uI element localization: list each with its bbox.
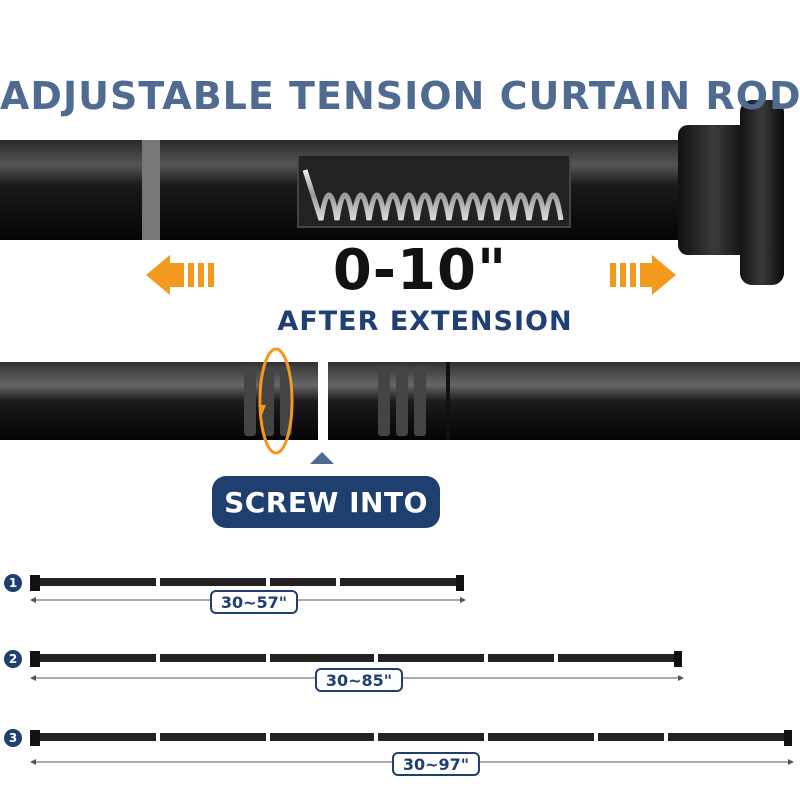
extension-range-text: 0-10" bbox=[332, 238, 508, 303]
arrow-left-icon bbox=[146, 255, 214, 295]
spring-icon bbox=[302, 169, 564, 221]
option-number-3: 3 bbox=[4, 729, 22, 747]
arrow-right-icon bbox=[610, 255, 676, 295]
screw-into-badge: SCREW INTO bbox=[212, 476, 440, 528]
option-length-3: 30~97" bbox=[392, 752, 480, 776]
rotate-arrow-icon bbox=[258, 347, 294, 455]
option-number-2: 2 bbox=[4, 650, 22, 668]
option-length-1: 30~57" bbox=[210, 590, 298, 614]
option-length-2: 30~85" bbox=[315, 668, 403, 692]
upper-rod bbox=[0, 100, 784, 285]
option-number-1: 1 bbox=[4, 574, 22, 592]
middle-rod-right bbox=[328, 362, 800, 440]
page-title: ADJUSTABLE TENSION CURTAIN ROD bbox=[0, 74, 800, 118]
after-extension-text: AFTER EXTENSION bbox=[277, 306, 573, 337]
pointer-triangle-icon bbox=[310, 452, 334, 464]
middle-rod-left bbox=[0, 362, 318, 440]
